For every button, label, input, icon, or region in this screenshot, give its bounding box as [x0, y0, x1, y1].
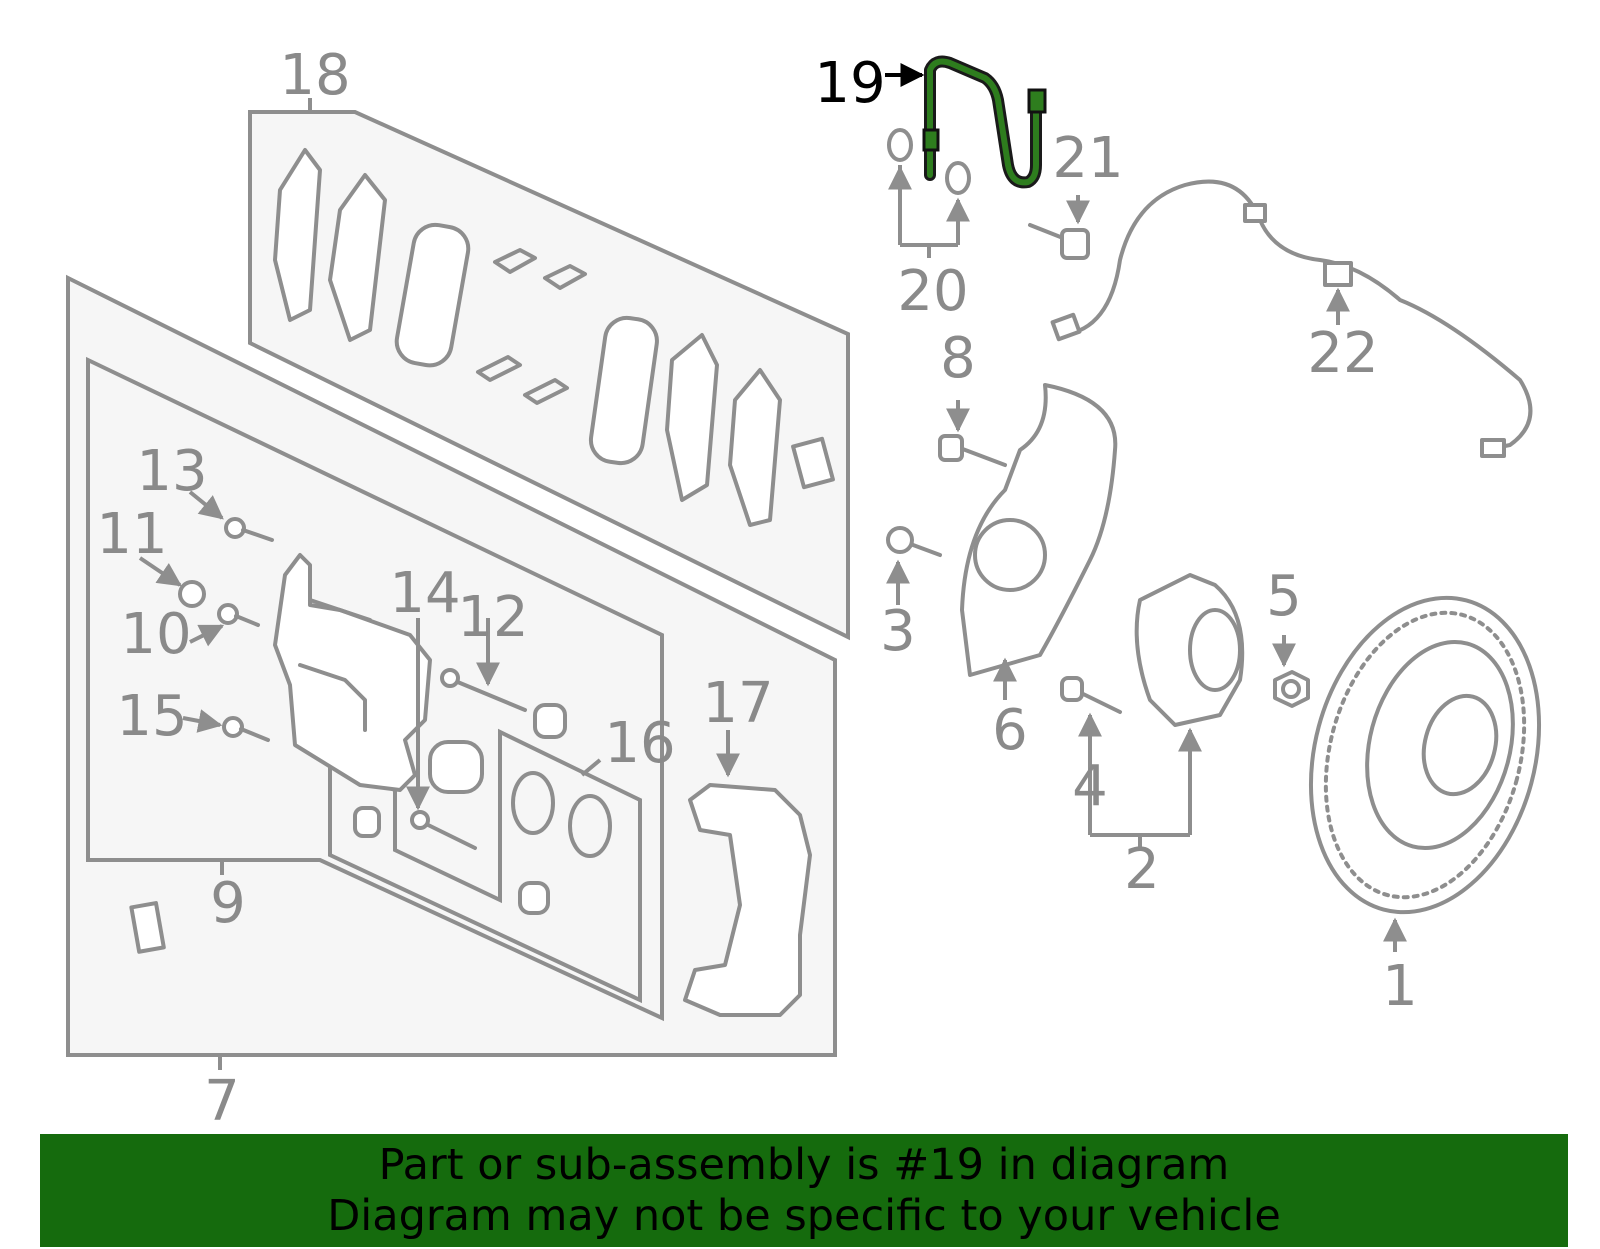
washers: [887, 128, 971, 258]
banner-line-disclaimer: Diagram may not be specific to your vehi…: [327, 1191, 1281, 1241]
callout-4: 4: [1072, 754, 1108, 819]
callout-18: 18: [279, 43, 350, 108]
callout-6: 6: [992, 698, 1028, 763]
caliper-hardware: [129, 517, 612, 954]
callout-11: 11: [96, 502, 167, 567]
wheel-hub: [1060, 573, 1245, 848]
callout-19: 19: [814, 51, 885, 116]
bolt-21: [1028, 195, 1090, 260]
callout-1: 1: [1382, 954, 1418, 1019]
callout-8: 8: [940, 326, 976, 391]
callout-12: 12: [457, 585, 528, 650]
callout-22: 22: [1307, 321, 1378, 386]
wheel-speed-sensor: [1050, 179, 1533, 458]
callout-17: 17: [702, 671, 773, 736]
callout-9: 9: [210, 871, 246, 936]
callout-5: 5: [1266, 564, 1302, 629]
callout-2: 2: [1124, 837, 1160, 902]
brake-rotor: [1308, 595, 1542, 952]
callout-labels: 18 19 21 20 8 22 13 11 14 12 5 10 3 15 1…: [96, 43, 1417, 1134]
callout-21: 21: [1052, 126, 1123, 191]
caliper-bracket: [683, 783, 812, 1017]
callout-7: 7: [204, 1069, 240, 1134]
callout-16: 16: [604, 711, 675, 776]
banner-line-part: Part or sub-assembly is #19 in diagram: [378, 1140, 1230, 1190]
callout-13: 13: [136, 439, 207, 504]
hub-nut: [1272, 635, 1310, 708]
brake-pads-group: [273, 148, 835, 527]
bolt-8: [938, 400, 1007, 467]
callout-3: 3: [880, 599, 916, 664]
caliper-body: [273, 553, 432, 792]
callout-20: 20: [897, 259, 968, 324]
left-leader-lines: [138, 490, 740, 811]
callout-14: 14: [389, 561, 460, 626]
callout-15: 15: [116, 684, 187, 749]
seal-kit-box: [328, 728, 642, 1004]
info-banner: Part or sub-assembly is #19 in diagram D…: [40, 1134, 1568, 1247]
dust-shield: [960, 383, 1118, 700]
pad-kit-box: [248, 98, 850, 641]
callout-10: 10: [120, 602, 191, 667]
bolt-3: [886, 526, 942, 605]
brake-hose-highlighted: [885, 55, 1047, 189]
